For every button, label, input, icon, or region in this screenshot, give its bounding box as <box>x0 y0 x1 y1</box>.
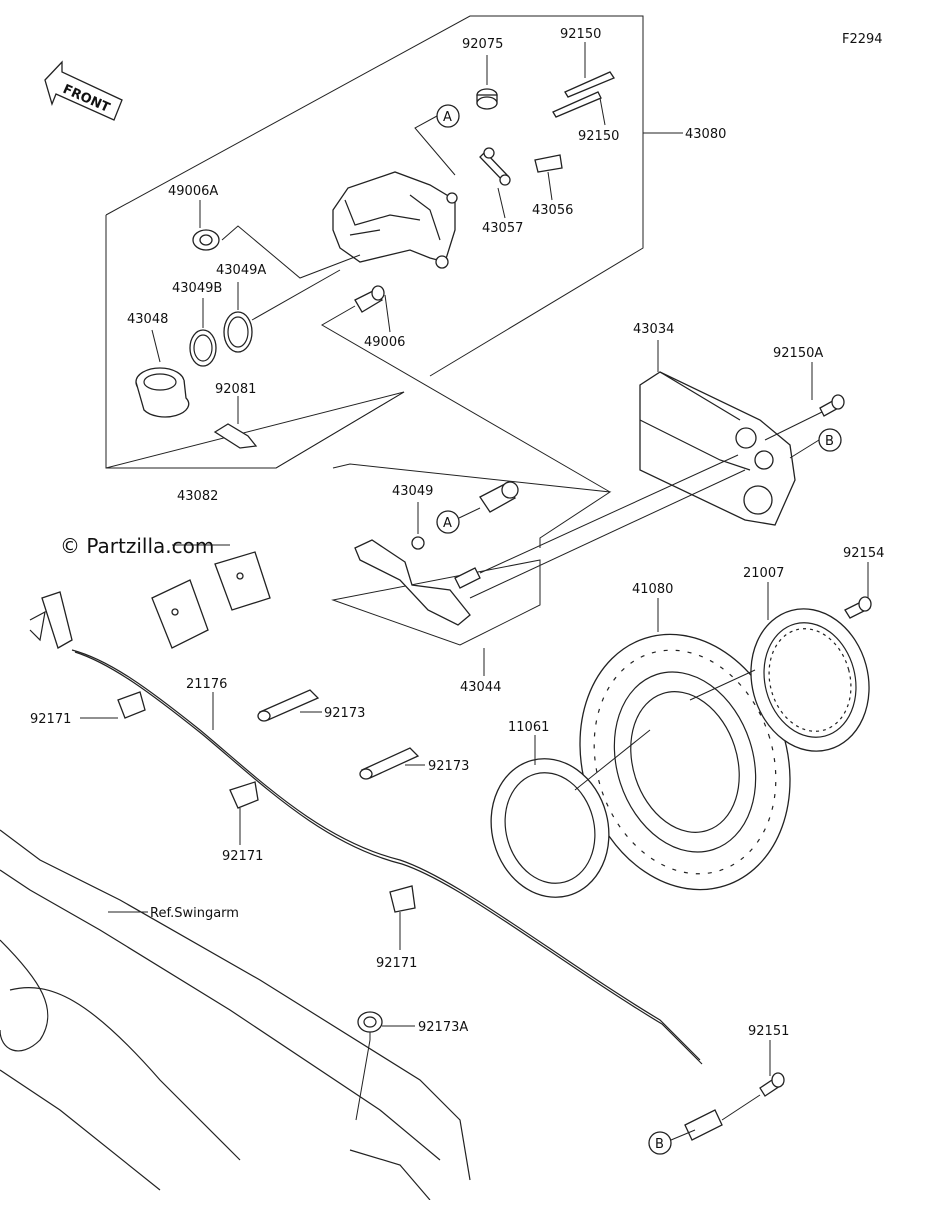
callout-a-text: A <box>443 110 452 125</box>
front-arrow-icon: FRONT <box>44 60 123 121</box>
label-92150-bottom: 92150 <box>578 129 619 144</box>
part-43056 <box>534 154 563 201</box>
label-43044: 43044 <box>460 680 501 695</box>
part-43049b <box>189 298 217 367</box>
swingarm-reference: Ref.Swingarm <box>0 829 471 1201</box>
label-43080: 43080 <box>685 127 726 142</box>
callout-a-text-2: A <box>443 516 452 531</box>
part-43048 <box>135 329 190 418</box>
callout-b-text: B <box>825 434 834 449</box>
label-43049: 43049 <box>392 484 433 499</box>
part-92171-b <box>229 781 259 845</box>
part-92171-a <box>80 691 146 719</box>
part-11061-gasket <box>490 729 651 898</box>
callout-b-text-2: B <box>655 1137 664 1152</box>
part-92173a <box>355 1011 415 1121</box>
ref-swingarm-label: Ref.Swingarm <box>150 906 239 921</box>
callout-a-top: A <box>414 104 460 176</box>
part-49006 <box>321 285 611 493</box>
part-92171-c <box>389 885 416 950</box>
part-43057 <box>479 147 511 219</box>
part-92081 <box>213 396 258 449</box>
label-43049a: 43049A <box>216 263 266 278</box>
label-11061: 11061 <box>508 720 549 735</box>
caliper-body <box>332 171 458 269</box>
part-21176 <box>29 591 703 1065</box>
part-92150a <box>764 362 845 441</box>
label-92171-a: 92171 <box>30 712 71 727</box>
label-92173-a: 92173 <box>324 706 365 721</box>
label-49006a: 49006A <box>168 184 218 199</box>
label-92171-c: 92171 <box>376 956 417 971</box>
label-21007: 21007 <box>743 566 784 581</box>
label-92081: 92081 <box>215 382 256 397</box>
label-92173a: 92173A <box>418 1020 468 1035</box>
label-41080: 41080 <box>632 582 673 597</box>
label-92171-b: 92171 <box>222 849 263 864</box>
part-21007-rotor <box>689 582 870 752</box>
part-92173-b <box>359 747 425 780</box>
label-92075: 92075 <box>462 37 503 52</box>
part-43049 <box>411 481 519 550</box>
label-43048: 43048 <box>127 312 168 327</box>
label-43034: 43034 <box>633 322 674 337</box>
part-labels: 92075 92150 92150 43080 49006A 43057 430… <box>30 27 884 1039</box>
callout-b-bottom: B <box>648 1129 696 1155</box>
label-43056: 43056 <box>532 203 573 218</box>
part-92150-pins <box>552 42 615 126</box>
label-92173-b: 92173 <box>428 759 469 774</box>
callout-b-right: B <box>789 428 842 459</box>
part-92075 <box>476 55 498 110</box>
part-92151 <box>684 1040 785 1141</box>
label-43049b: 43049B <box>172 281 222 296</box>
label-92151: 92151 <box>748 1024 789 1039</box>
label-49006: 49006 <box>364 335 405 350</box>
label-21176: 21176 <box>186 677 227 692</box>
label-92154: 92154 <box>843 546 884 561</box>
diagram-id: F2294 <box>842 32 883 47</box>
part-43049a <box>223 269 341 353</box>
label-92150a: 92150A <box>773 346 823 361</box>
part-92154 <box>844 562 872 619</box>
callout-a-middle: A <box>436 507 481 534</box>
part-49006a <box>192 200 361 279</box>
label-43082: 43082 <box>177 489 218 504</box>
watermark: © Partzilla.com <box>60 534 214 558</box>
part-43082 <box>151 544 271 649</box>
part-43044 <box>354 454 746 676</box>
label-43057: 43057 <box>482 221 523 236</box>
part-43034 <box>639 340 796 526</box>
label-92150-top: 92150 <box>560 27 601 42</box>
part-92173-a <box>257 689 322 722</box>
